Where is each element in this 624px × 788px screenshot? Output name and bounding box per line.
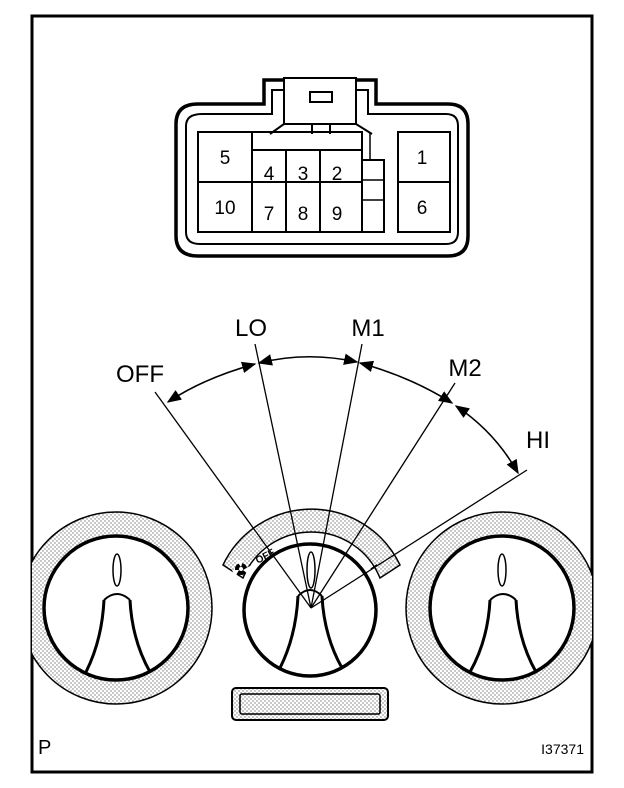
position-label-m2: M2 xyxy=(448,355,481,382)
connector-housing xyxy=(174,78,470,258)
pin-label: 9 xyxy=(332,204,343,225)
pin-label: 8 xyxy=(298,204,309,225)
connector xyxy=(174,77,470,258)
leader-lo xyxy=(254,343,312,609)
connector-pin-labels: 5 4 3 2 10 7 8 9 1 6 xyxy=(214,148,427,225)
pin-label: 7 xyxy=(264,204,275,225)
leader-m1 xyxy=(310,343,363,609)
dial-hi-mark: I xyxy=(368,563,380,572)
position-label-hi: HI xyxy=(526,427,550,454)
blower-dial-scale xyxy=(222,508,401,580)
corner-letter: P xyxy=(38,737,51,759)
position-label-m1: M1 xyxy=(351,315,384,342)
panel-slot xyxy=(231,687,389,721)
position-leader-lines xyxy=(154,343,528,609)
left-knob xyxy=(32,511,213,705)
pin-label: 1 xyxy=(417,148,428,169)
fan-icon xyxy=(232,560,250,577)
position-range-arcs xyxy=(166,353,519,475)
blower-knob: OFF I xyxy=(222,508,401,678)
position-label-lo: LO xyxy=(235,315,267,342)
pin-label: 10 xyxy=(214,198,235,219)
figure-id: I37371 xyxy=(541,741,584,757)
pin-label: 5 xyxy=(220,148,231,169)
pin-label: 2 xyxy=(332,164,343,185)
right-knob xyxy=(405,511,592,705)
leader-hi xyxy=(310,469,528,609)
connector-housing-inner xyxy=(185,89,459,245)
leader-m2 xyxy=(310,382,456,609)
connector-key-strip xyxy=(361,159,385,233)
position-label-off: OFF xyxy=(116,361,164,388)
pin-label: 3 xyxy=(298,164,309,185)
leader-off xyxy=(154,391,312,609)
pin-label: 6 xyxy=(417,198,428,219)
position-labels: OFF LO M1 M2 HI xyxy=(116,315,550,454)
pin-label: 4 xyxy=(264,164,275,185)
